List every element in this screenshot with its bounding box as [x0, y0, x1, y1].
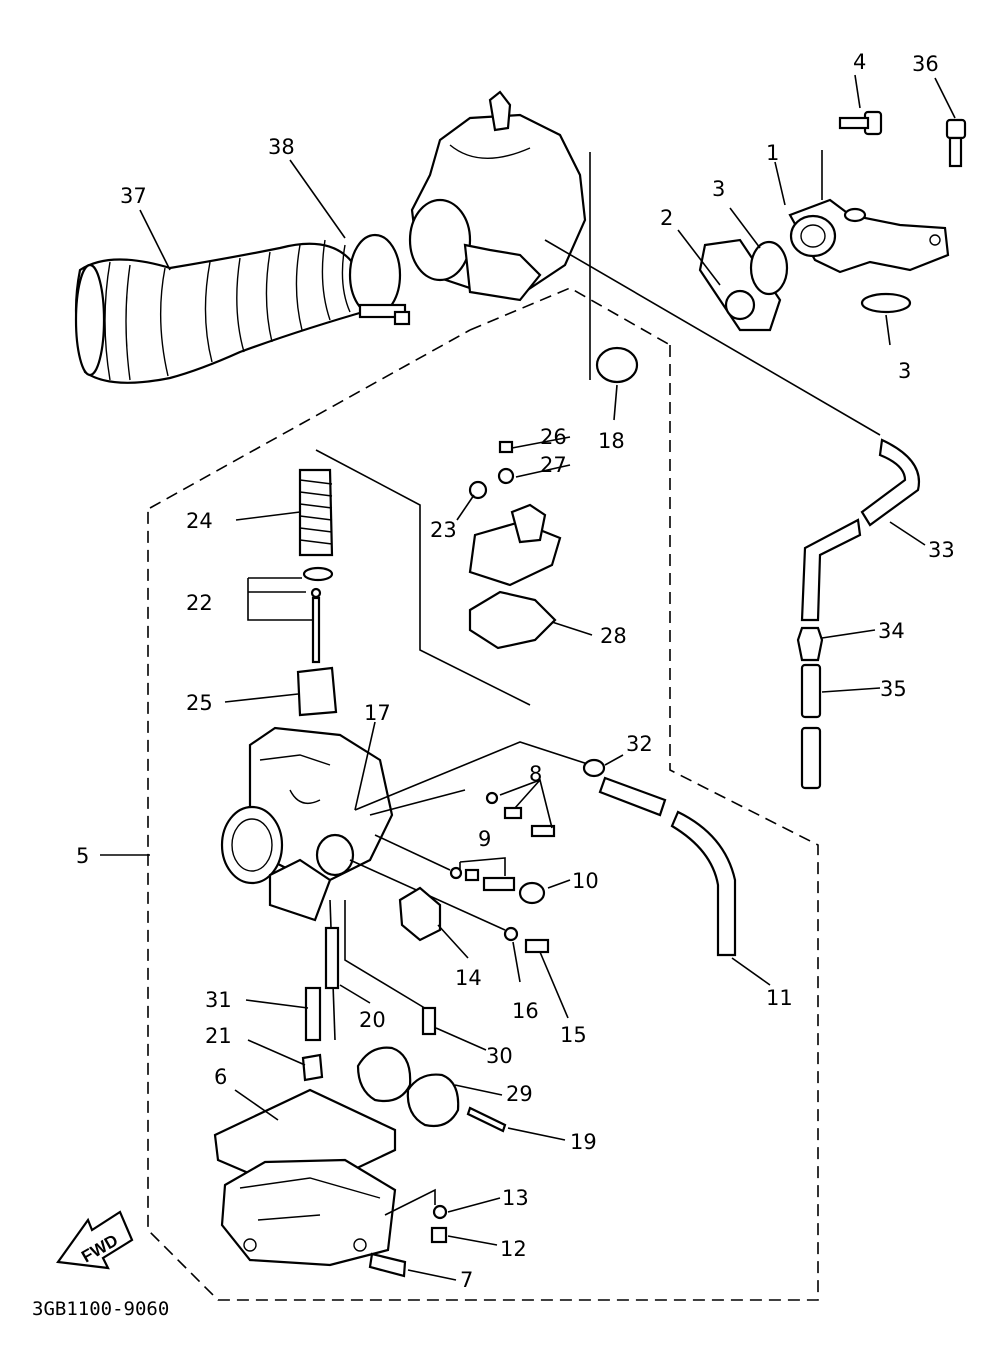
throttle-slide: [296, 666, 338, 717]
callout-26: 26: [540, 425, 567, 449]
callout-18: 18: [598, 429, 625, 453]
bolt-36: [945, 118, 967, 168]
screw-15: [524, 938, 550, 954]
callout-28: 28: [600, 624, 627, 648]
hose-joint-34: [796, 626, 824, 662]
diagram-code: 3GB1100-9060: [32, 1298, 169, 1320]
assembly-outline: [147, 329, 819, 1301]
carb-top-cover: [468, 440, 562, 587]
hose-clip-32: [582, 758, 606, 778]
callout-29: 29: [506, 1082, 533, 1106]
hose-35-upper: [800, 663, 822, 719]
hose-35-lower: [800, 726, 822, 790]
callout-20: 20: [359, 1008, 386, 1032]
needle-jet-20: [324, 926, 340, 990]
washer-13: [432, 1204, 448, 1220]
air-filter-housing: [408, 90, 587, 302]
callout-38: 38: [268, 135, 295, 159]
bolt-4: [838, 110, 883, 136]
carburetor-body: [220, 726, 394, 922]
needle-clip: [310, 587, 322, 599]
cap-14: [398, 886, 442, 942]
callout-36: 36: [912, 52, 939, 76]
callout-25: 25: [186, 691, 213, 715]
callout-3-lower: 3: [898, 359, 911, 383]
screw-12: [430, 1226, 448, 1244]
spring-seat: [302, 566, 334, 582]
callout-24: 24: [186, 509, 213, 533]
o-ring-upper: [749, 240, 789, 296]
callout-21: 21: [205, 1024, 232, 1048]
callout-10: 10: [572, 869, 599, 893]
callout-17: 17: [364, 701, 391, 725]
throttle-stop-screw: [449, 866, 516, 892]
breather-hose-33: [800, 438, 921, 622]
float-29: [356, 1046, 460, 1128]
callout-33: 33: [928, 538, 955, 562]
callout-6: 6: [214, 1065, 227, 1089]
callout-22: 22: [186, 591, 213, 615]
drain-screw-7: [368, 1252, 407, 1278]
float-valve-30: [421, 1006, 437, 1036]
gasket-18: [595, 346, 639, 384]
callout-19: 19: [570, 1130, 597, 1154]
callout-13: 13: [502, 1186, 529, 1210]
callout-1: 1: [766, 141, 779, 165]
callout-30: 30: [486, 1044, 513, 1068]
callout-12: 12: [500, 1237, 527, 1261]
callout-15: 15: [560, 1023, 587, 1047]
callout-32: 32: [626, 732, 653, 756]
manifold-gasket: [698, 238, 782, 332]
cover-gasket-28: [468, 590, 557, 650]
callout-16: 16: [512, 999, 539, 1023]
callout-14: 14: [455, 966, 482, 990]
callout-37: 37: [120, 184, 147, 208]
fuel-hose-11: [598, 776, 737, 957]
main-jet-31: [304, 986, 322, 1042]
pilot-screw-set: [485, 791, 556, 838]
callout-11: 11: [766, 986, 793, 1010]
washer-16: [503, 926, 519, 942]
cap-10: [518, 881, 546, 905]
callout-9: 9: [478, 827, 491, 851]
fwd-arrow-icon: FWD: [56, 1210, 134, 1270]
callout-2: 2: [660, 206, 673, 230]
throttle-spring: [298, 468, 334, 557]
air-intake-duct: [74, 239, 372, 384]
float-bowl: [220, 1158, 397, 1267]
callout-27: 27: [540, 453, 567, 477]
callout-34: 34: [878, 619, 905, 643]
float-pin-19: [466, 1106, 507, 1133]
hose-clamp: [348, 233, 411, 326]
main-jet-21: [301, 1053, 324, 1082]
intake-manifold: [788, 198, 950, 274]
o-ring-lower: [860, 292, 912, 314]
callout-3-upper: 3: [712, 177, 725, 201]
callout-23: 23: [430, 518, 457, 542]
callout-7: 7: [460, 1268, 473, 1292]
callout-35: 35: [880, 677, 907, 701]
jet-needle: [311, 596, 321, 664]
callout-5: 5: [76, 844, 89, 868]
callout-4: 4: [853, 50, 866, 74]
callout-31: 31: [205, 988, 232, 1012]
callout-8: 8: [529, 762, 542, 786]
